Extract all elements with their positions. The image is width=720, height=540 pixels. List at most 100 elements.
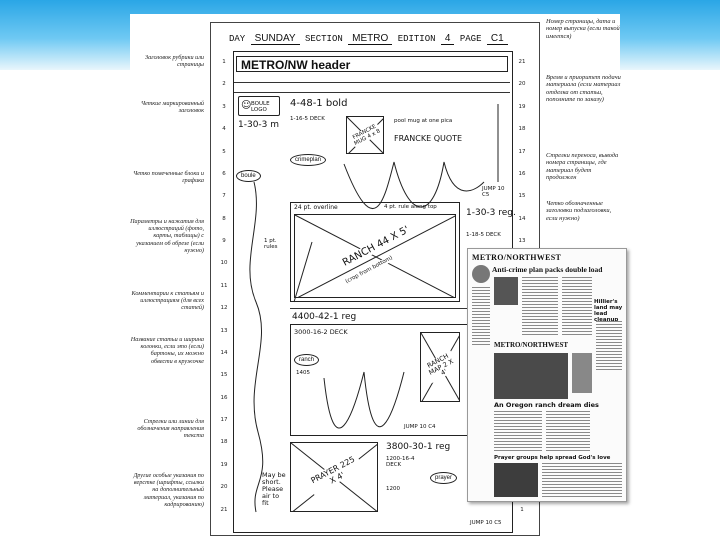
deck-spec-3: 3000-16-2 DECK [294, 328, 348, 336]
oval-boule: boule [236, 170, 261, 182]
edition-label: EDITION [397, 34, 436, 44]
oval-ranch: ranch [294, 354, 320, 366]
ruler-number: 6 [222, 170, 226, 177]
newspaper-mid-section-name: METRO/NORTHWEST [494, 341, 569, 349]
ruler-number: 2 [222, 81, 226, 88]
ruler-number: 18 [220, 439, 228, 446]
map-placeholder-ranch: RANCH MAP 2 X 4' [420, 332, 460, 402]
newspaper-map [572, 353, 592, 393]
note-section-title: Заголовок рубрики или страницы [145, 54, 204, 69]
ruler-number: 10 [220, 260, 228, 267]
logo-glyph-icon: ☺ [241, 100, 252, 111]
headline-spec-2: 1-30-3 reg. [466, 208, 516, 218]
newspaper-text-column [522, 277, 558, 335]
ruler-number: 15 [220, 372, 228, 379]
ruler-number: 16 [518, 170, 526, 177]
ruler-number: 14 [518, 215, 526, 222]
ruler-number: 15 [518, 193, 526, 200]
rnote-jump-arrows: Стрелки переноса, вывода номера страницы… [546, 152, 619, 182]
ruler-number: 16 [220, 394, 228, 401]
ruler-number: 14 [220, 349, 228, 356]
ruler-number: 5 [222, 148, 226, 155]
rnote-subheads: Четко обозначенные заголовки подзаголовк… [546, 200, 612, 222]
deck-spec-1: 1-16-5 DECK [290, 116, 325, 122]
overline-spec: 24 pt. overline [294, 204, 338, 211]
rules-note: 1 pt. rules [264, 238, 278, 250]
newspaper-text-column [494, 411, 542, 451]
deck-spec-4: 1200-16-4 DECK [386, 456, 415, 468]
oval-crimeplan: crimeplan [290, 154, 327, 166]
ruler-number: 13 [220, 327, 228, 334]
newspaper-text-column [562, 277, 592, 335]
newspaper-ranch-photo [494, 353, 568, 399]
note-arrows: Стрелки или линии для обозначения направ… [137, 418, 204, 440]
ruler-number: 8 [222, 215, 226, 222]
slug-spec-1: 1-30-3 m [238, 120, 280, 130]
maybe-short-note: May be short. Please air to fit [262, 471, 286, 507]
oval-prayer: prayer [430, 472, 458, 484]
ruler-number: 21 [518, 59, 526, 65]
logo-label: BOULE LOGO [251, 101, 270, 113]
ruler-number: 19 [220, 461, 228, 468]
day-value: SUNDAY [250, 33, 300, 45]
ruler-number: 7 [222, 193, 226, 200]
newspaper-top-headline: Anti-crime plan packs double load [492, 265, 603, 274]
ruler-number: 19 [518, 103, 526, 110]
note-illustrations: Параметры и нажатия для иллюстраций (фот… [130, 218, 204, 254]
newspaper-text-column [546, 411, 590, 451]
ruler-number: 4 [222, 126, 226, 133]
deck-spec-2: 1-18-5 DECK [466, 232, 501, 238]
ruler-number: 17 [518, 148, 526, 155]
photo-note: pool mug at one pica [394, 118, 453, 124]
note-headline: Четкие маркированный заголовок [140, 100, 204, 115]
photo-placeholder-ranch: RANCH 44 X 5' (crop from bottom) [294, 214, 456, 298]
ruler-number: 20 [220, 484, 228, 491]
note-special: Другие особые указания по верстке (шрифт… [133, 472, 204, 508]
newspaper-text-column [596, 321, 622, 371]
newspaper-page-thumbnail: METRO/NORTHWEST Anti-crime plan packs do… [467, 248, 627, 502]
ranch-block [290, 202, 460, 302]
prayer-length: 1200 [386, 486, 400, 492]
ruler-number: 3 [222, 103, 226, 110]
ranch-length: 1405 [296, 370, 310, 376]
masthead: METRO/NW header [236, 56, 508, 72]
section-label: SECTION [304, 34, 343, 44]
ruler-number: 1 [520, 506, 524, 513]
newspaper-text-column [472, 287, 490, 347]
ruler-number: 13 [518, 238, 526, 245]
ruler-number: 9 [222, 238, 226, 245]
note-story-width: Название статьи и ширина колонки, если э… [130, 336, 204, 365]
jump-note-2: JUMP 10 C4 [404, 424, 436, 430]
text-flow-lines [249, 104, 499, 513]
quote-label: FRANCKE QUOTE [394, 134, 463, 143]
note-blocks: Четко помеченные блоки и графика [132, 170, 204, 185]
newspaper-text-column [542, 463, 622, 497]
newspaper-prayer-photo [494, 463, 538, 497]
ruler-number: 11 [220, 282, 228, 289]
ruler-number: 1 [222, 59, 226, 65]
newspaper-section-name: METRO/NORTHWEST [472, 253, 562, 262]
ruler-number: 18 [518, 126, 526, 133]
rule [234, 82, 510, 83]
ruler-number: 20 [518, 81, 526, 88]
jump-note-1: JUMP 10 C5 [482, 186, 505, 198]
headline-spec-3: 4400-42-1 reg [292, 312, 357, 322]
jump-note-3: JUMP 10 C5 [470, 520, 502, 526]
headline-spec-4: 3800-30-1 reg [386, 442, 451, 452]
page-value: C1 [486, 33, 508, 45]
newspaper-mug-photo [494, 277, 518, 305]
newspaper-mid-headline: An Oregon ranch dream dies [494, 401, 599, 409]
photo-placeholder-francke: FRANCKE MUG 4 x 8 [346, 116, 384, 154]
day-label: DAY [229, 34, 246, 44]
photo-placeholder-prayer: PRAYER 225 X 4' [290, 442, 378, 512]
rule [290, 308, 510, 309]
overline-note: 4 pt. rule along top [384, 204, 437, 210]
headline-spec-1: 4-48-1 bold [290, 98, 348, 109]
newspaper-side-headline: Hillier's land may lead cleanup [594, 299, 623, 323]
note-comments: Комментарии к статьям и иллюстрациям (дл… [131, 290, 205, 312]
rule [234, 92, 510, 93]
ruler-number: 12 [220, 305, 228, 312]
ruler-number: 17 [220, 417, 228, 424]
logo-box: BOULE LOGO ☺ [238, 96, 280, 116]
